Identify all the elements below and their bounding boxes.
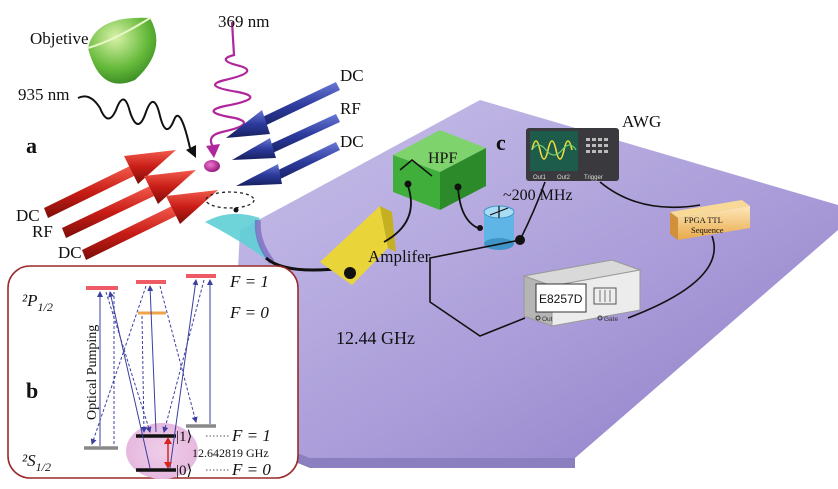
awg-device (526, 128, 619, 181)
rod-left-label-2: RF (32, 222, 53, 241)
e8257d-device (522, 259, 642, 327)
blue-rod-1 (226, 82, 340, 138)
trap-surface (205, 191, 275, 264)
amplifier (320, 206, 396, 285)
laser-369-wave (206, 21, 252, 158)
f1-lower-label: F = 1 (231, 426, 271, 445)
red-rod-1 (44, 150, 176, 218)
hpf-mixer-cable (457, 186, 479, 229)
rod-right-label-1: DC (340, 66, 364, 85)
red-rod-2 (62, 170, 196, 238)
fpga-gate-cable (627, 235, 715, 319)
rod-left-label-3: DC (58, 243, 82, 262)
fpga-label-2: Sequence (691, 225, 724, 235)
ket1-label: |1⟩ (176, 429, 192, 445)
objective-label: Objetive (30, 29, 89, 48)
objective-lens (87, 17, 157, 84)
mixer-cylinder (477, 205, 525, 250)
energy-level-panel (7, 265, 299, 479)
rf-trap-rods-right (226, 82, 340, 186)
s-state-symbol: ²S (22, 451, 36, 470)
mhz-label: ~200 MHz (503, 187, 573, 204)
awg-out2-label: Out2 (557, 175, 571, 181)
ket0-label: |0⟩ (176, 463, 192, 479)
fpga-box (670, 200, 750, 240)
amplifier-label: Amplifer (368, 247, 431, 266)
s-state-sub: 1/2 (36, 460, 51, 474)
rod-right-label-3: DC (340, 132, 364, 151)
p-state-sub: 1/2 (37, 300, 52, 314)
e8257d-gate-label: Gate (604, 316, 618, 323)
f0-upper-label: F = 0 (229, 303, 269, 322)
panel-b-label: b (26, 378, 38, 403)
ghz-label: 12.44 GHz (336, 328, 415, 348)
fpga-label-1: FPGA TTL (684, 215, 723, 225)
panel-a-label: a (26, 133, 37, 158)
hpf-box (393, 130, 486, 210)
laser-369-label: 369 nm (218, 12, 269, 31)
awg-fpga-cable (599, 181, 701, 209)
amp-hpf-cable (383, 185, 412, 243)
transition-arrows (90, 279, 213, 469)
awg-mixer-cable (519, 181, 546, 241)
blue-rod-2 (232, 114, 340, 160)
laser-935-label: 935 nm (18, 85, 69, 104)
e8257d-label: E8257D (539, 292, 583, 306)
e8257d-out-label: Out (542, 316, 553, 323)
panel-c-label: c (496, 130, 506, 155)
f0-lower-label: F = 0 (231, 460, 271, 479)
s-state-label: ²S1/2 (22, 451, 51, 474)
f1-upper-label: F = 1 (229, 272, 269, 291)
blue-rod-3 (236, 142, 340, 186)
awg-trigger-label: Trigger (584, 175, 603, 181)
optical-pumping-label: Optical Pumping (85, 325, 100, 420)
awg-label: AWG (622, 112, 661, 131)
red-rod-3 (82, 190, 218, 260)
rod-left-label-1: DC (16, 206, 40, 225)
rod-right-label-2: RF (340, 99, 361, 118)
hpf-label: HPF (428, 150, 457, 167)
p-state-label: ²P1/2 (22, 291, 53, 314)
ghz-cable (429, 239, 526, 337)
rf-trap-rods-left (44, 150, 218, 260)
ion (204, 160, 220, 172)
splitting-label: 12.642819 GHz (192, 446, 269, 460)
laser-935-wave (77, 95, 196, 158)
p-state-symbol: ²P (22, 291, 37, 310)
awg-out1-label: Out1 (533, 175, 547, 181)
